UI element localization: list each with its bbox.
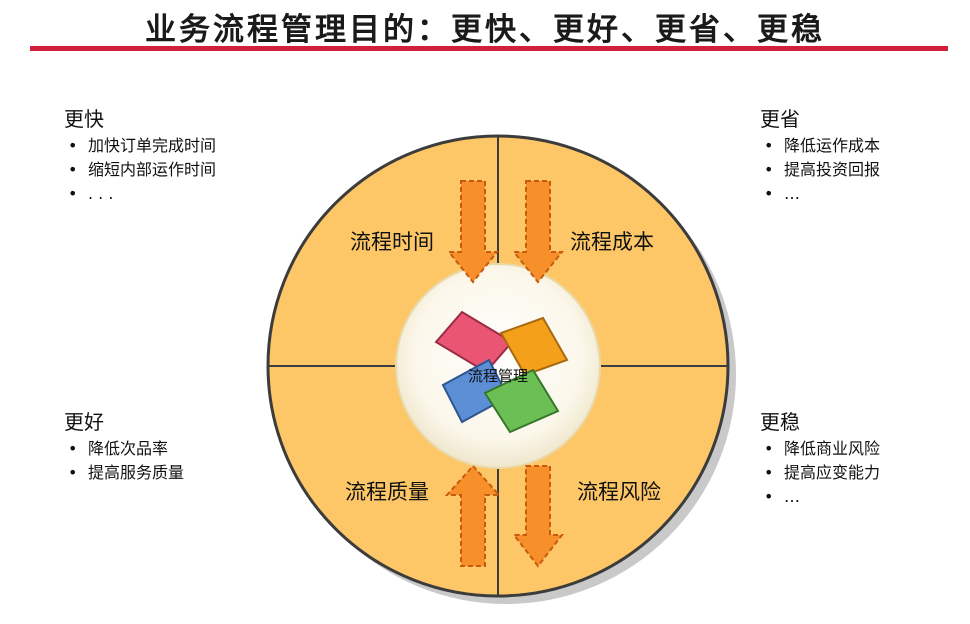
steadier-goal-block: 更稳 降低商业风险 提高应变能力 … — [760, 409, 880, 509]
faster-goal-item: 缩短内部运作时间 — [64, 158, 216, 182]
cost-arrow — [511, 180, 565, 284]
cheaper-goal-item: … — [760, 182, 880, 206]
better-goal-title: 更好 — [64, 410, 104, 434]
quadrant-label-quality: 流程质量 — [345, 480, 429, 504]
better-goal-item: 提高服务质量 — [64, 461, 184, 485]
cheaper-goal-item: 降低运作成本 — [760, 134, 880, 158]
cheaper-goal-item: 提高投资回报 — [760, 158, 880, 182]
steadier-goal-title: 更稳 — [760, 410, 800, 434]
process-management-logo-icon — [434, 310, 569, 434]
steadier-goal-item: 降低商业风险 — [760, 437, 880, 461]
center-disc — [395, 263, 601, 469]
quality-arrow — [444, 464, 502, 567]
quadrant-label-risk: 流程风险 — [577, 480, 661, 504]
risk-arrow — [511, 465, 565, 568]
better-goal-block: 更好 降低次品率 提高服务质量 — [64, 409, 184, 485]
center-label: 流程管理 — [468, 367, 528, 385]
steadier-goal-item: 提高应变能力 — [760, 461, 880, 485]
faster-goal-item: . . . — [64, 182, 216, 206]
steadier-goal-item: … — [760, 485, 880, 509]
cheaper-goal-title: 更省 — [760, 107, 800, 131]
time-arrow — [446, 180, 500, 284]
faster-goal-block: 更快 加快订单完成时间 缩短内部运作时间 . . . — [64, 106, 216, 206]
quadrant-label-time: 流程时间 — [350, 230, 434, 254]
cheaper-goal-block: 更省 降低运作成本 提高投资回报 … — [760, 106, 880, 206]
better-goal-item: 降低次品率 — [64, 437, 184, 461]
page-title: 业务流程管理目的：更快、更好、更省、更稳 — [145, 12, 825, 48]
title-underline — [30, 46, 948, 51]
quadrant-label-cost: 流程成本 — [570, 230, 654, 254]
faster-goal-item: 加快订单完成时间 — [64, 134, 216, 158]
faster-goal-title: 更快 — [64, 107, 104, 131]
